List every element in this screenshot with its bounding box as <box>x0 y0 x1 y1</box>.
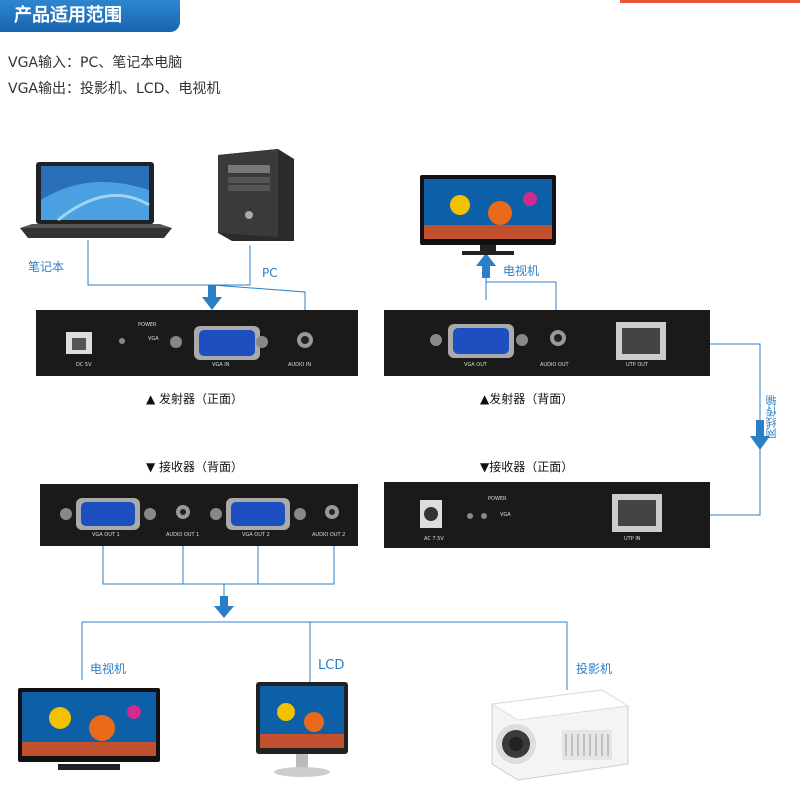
output-tv-label: 电视机 <box>90 662 127 676</box>
output-lcd-label: LCD <box>318 658 345 673</box>
section-title: 产品适用范围 <box>0 0 180 32</box>
port-audio-out2-label: AUDIO OUT 2 <box>312 532 346 538</box>
port-ac-label: AC 7.5V <box>424 536 444 542</box>
port-audio-in-label: AUDIO IN <box>288 362 312 368</box>
receiver-back-ports <box>60 498 339 530</box>
receiver-back-device: VGA OUT 1 AUDIO OUT 1 VGA OUT 2 AUDIO OU… <box>40 484 358 546</box>
output-projector-label: 投影机 <box>576 662 613 676</box>
port-vga-in-label: VGA IN <box>212 362 230 368</box>
tv-top-label: 电视机 <box>503 264 540 278</box>
tv-top-image <box>420 175 556 255</box>
port-utp-in-label: UTP IN <box>624 536 641 542</box>
port-audio-out-label: AUDIO OUT <box>540 362 569 368</box>
port-audio-out1-label: AUDIO OUT 1 <box>166 532 200 538</box>
cable-label: 网线传输 <box>765 395 778 439</box>
laptop-image <box>20 162 172 238</box>
pc-tower-image <box>218 149 294 241</box>
port-vga-out-label: VGA OUT <box>464 362 487 368</box>
vga-input-text: VGA输入：PC、笔记本电脑 <box>8 55 183 71</box>
port-vga-out1-label: VGA OUT 1 <box>92 532 120 538</box>
output-projector-image <box>490 689 630 781</box>
pc-label: PC <box>262 266 278 280</box>
receiver-front-caption: ▼接收器（正面） <box>480 460 574 474</box>
port-vga-label: VGA <box>148 336 159 342</box>
port-vga-out2-label: VGA OUT 2 <box>242 532 270 538</box>
output-tv-image <box>18 688 160 770</box>
port-power-label: POWER <box>138 322 157 328</box>
transmitter-back-device: VGA OUT AUDIO OUT UTP OUT <box>384 310 710 376</box>
receiver-front-ports <box>420 494 662 532</box>
transmitter-back-caption: ▲发射器（背面） <box>480 392 574 406</box>
transmitter-front-device: DC 5V POWER VGA VGA IN AUDIO IN <box>36 310 358 376</box>
port-dc-label: DC 5V <box>76 362 92 368</box>
top-divider <box>620 0 800 3</box>
transmitter-front-ports <box>66 326 313 360</box>
receiver-back-caption: ▼ 接收器（背面） <box>146 460 244 474</box>
port-vga-label-rx: VGA <box>500 512 511 518</box>
transmitter-front-caption: ▲ 发射器（正面） <box>146 392 244 406</box>
output-lcd-image <box>256 682 348 777</box>
vga-output-text: VGA输出：投影机、LCD、电视机 <box>8 81 221 97</box>
port-power-label-rx: POWER <box>488 496 507 502</box>
laptop-label: 笔记本 <box>28 260 65 274</box>
port-utp-out-label: UTP OUT <box>626 362 648 368</box>
transmitter-back-ports <box>430 322 666 360</box>
receiver-front-device: AC 7.5V POWER VGA UTP IN <box>384 482 710 548</box>
